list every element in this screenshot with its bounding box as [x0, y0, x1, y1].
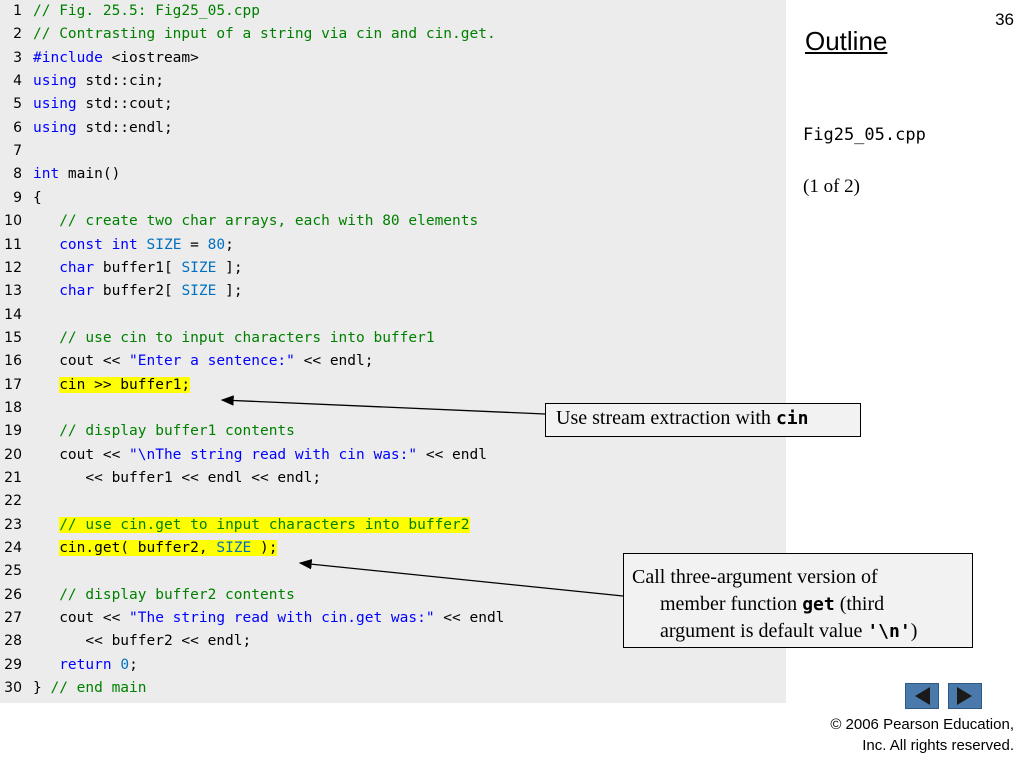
line-number: 3 — [13, 49, 22, 66]
file-label: Fig25_05.cpp — [803, 125, 926, 145]
line-number: 6 — [13, 119, 22, 136]
callout-1-text: Use stream extraction with — [556, 407, 776, 429]
callout-2-code-newline: '\n' — [867, 621, 911, 642]
line-number: 15 — [4, 329, 22, 346]
code-text: // display buffer2 contents — [33, 586, 295, 603]
code-text: const int SIZE = 80; — [59, 236, 234, 253]
code-text: } // end main — [33, 680, 147, 697]
line-number: 30 — [4, 680, 22, 697]
code-text: cin.get( buffer2, SIZE ); — [59, 540, 278, 557]
line-number: 18 — [4, 399, 22, 416]
line-number: 22 — [4, 493, 22, 510]
code-text: using std::endl; — [33, 119, 173, 136]
code-text: { — [33, 189, 42, 206]
triangle-left-icon — [915, 687, 930, 705]
code-text: // use cin.get to input characters into … — [59, 516, 470, 533]
outline-title[interactable]: Outline — [805, 26, 888, 56]
line-number: 7 — [13, 143, 22, 160]
callout-2-code-get: get — [802, 594, 835, 615]
line-number: 4 — [13, 73, 22, 90]
code-text: int main() — [33, 166, 121, 183]
line-number: 28 — [4, 633, 22, 650]
line-number: 25 — [4, 563, 22, 580]
line-number: 8 — [13, 166, 22, 183]
code-text: // Contrasting input of a string via cin… — [33, 26, 496, 43]
code-text: // display buffer1 contents — [33, 423, 295, 440]
line-number: 9 — [13, 189, 22, 206]
callout-1-code: cin — [775, 408, 809, 429]
line-number: 27 — [4, 610, 22, 627]
code-text: << buffer2 << endl; — [33, 633, 252, 650]
code-text: cout << "Enter a sentence:" << endl; — [33, 353, 374, 370]
line-number: 17 — [4, 376, 22, 393]
code-text: cin >> buffer1; — [59, 376, 191, 393]
copyright-line-2: Inc. All rights reserved. — [862, 737, 1014, 754]
next-slide-button[interactable] — [948, 683, 982, 709]
callout-stream-extraction: Use stream extraction with cin — [545, 403, 861, 437]
line-number: 26 — [4, 586, 22, 603]
line-number: 11 — [4, 236, 22, 253]
code-text: // Fig. 25.5: Fig25_05.cpp — [33, 3, 260, 19]
code-text: // use cin to input characters into buff… — [33, 329, 435, 346]
line-number: 1 — [13, 3, 22, 19]
page-indicator: (1 of 2) — [803, 176, 860, 197]
code-text: << buffer1 << endl << endl; — [33, 470, 322, 486]
line-number: 29 — [4, 656, 22, 673]
line-number: 5 — [13, 96, 22, 113]
callout-get-function: Call three-argument version of member fu… — [623, 553, 973, 648]
line-number: 12 — [4, 259, 22, 276]
code-text: char buffer1[ SIZE ]; — [59, 259, 243, 276]
code-text: cout << "\nThe string read with cin was:… — [33, 446, 487, 463]
code-text: using std::cout; — [33, 96, 173, 113]
line-number: 24 — [4, 540, 22, 557]
code-text: cout << "The string read with cin.get wa… — [33, 610, 505, 627]
line-number: 10 — [4, 213, 22, 230]
code-text: char buffer2[ SIZE ]; — [59, 283, 243, 300]
line-number: 23 — [4, 516, 22, 533]
line-number: 19 — [4, 423, 22, 440]
copyright-line-1: © 2006 Pearson Education, — [830, 716, 1014, 733]
code-text: // create two char arrays, each with 80 … — [33, 213, 479, 230]
triangle-right-icon — [957, 687, 972, 705]
copyright-notice: © 2006 Pearson Education, Inc. All right… — [754, 714, 1014, 756]
code-text: using std::cin; — [33, 73, 164, 90]
slide-number: 36 — [995, 10, 1014, 29]
line-number: 13 — [4, 283, 22, 300]
line-number: 21 — [4, 470, 22, 486]
line-number: 16 — [4, 353, 22, 370]
callout-2-line-2: member function get (third — [660, 593, 885, 615]
previous-slide-button[interactable] — [905, 683, 939, 709]
code-text: #include <iostream> — [33, 49, 199, 66]
line-number: 14 — [4, 306, 22, 323]
callout-2-line-1: Call three-argument version of — [632, 566, 878, 588]
callout-2-line-3: argument is default value '\n') — [660, 620, 918, 642]
code-text: return 0; — [59, 656, 138, 673]
line-number: 2 — [13, 26, 22, 43]
line-number: 20 — [4, 446, 22, 463]
